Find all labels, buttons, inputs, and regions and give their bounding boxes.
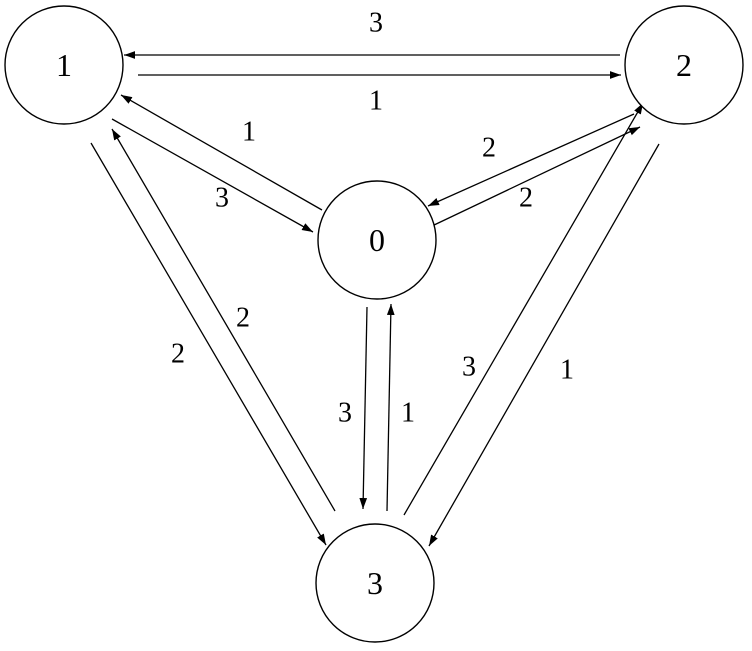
node-1: 1 [4,5,124,125]
edge-2-to-0 [427,113,635,207]
edge-label-1-to-3: 2 [171,339,185,370]
edge-0-to-2 [431,126,641,227]
edge-label-0-to-2: 2 [519,183,533,214]
edge-1-to-3 [90,142,327,546]
edge-label-3-to-1: 2 [236,303,250,334]
edge-label-2-to-3: 1 [560,355,574,386]
edge-label-3-to-0: 1 [401,398,415,429]
edge-3-to-2 [403,102,644,516]
edge-1-to-0 [111,118,314,233]
edge-0-to-1 [120,94,323,211]
node-2: 2 [624,5,744,125]
edge-label-0-to-1: 1 [242,117,256,148]
edge-label-2-to-1: 3 [369,8,383,39]
nodes-group: 1 2 0 3 [4,5,744,643]
node-3-circle [315,523,435,643]
edge-label-3-to-2: 3 [462,352,476,383]
edges-group [90,51,660,547]
node-0-circle [317,180,437,300]
node-0: 0 [317,180,437,300]
edge-label-1-to-0: 3 [215,183,229,214]
edge-2-to-3 [428,143,660,547]
edge-label-0-to-3: 3 [338,398,352,429]
edge-0-to-3 [359,306,368,510]
node-1-label: 1 [56,47,72,83]
node-2-label: 2 [676,47,692,83]
node-1-circle [4,5,124,125]
edge-labels-group: 3 1 1 3 2 2 3 1 2 2 3 1 [171,8,574,429]
edge-label-2-to-0: 2 [482,133,496,164]
edge-label-1-to-2: 1 [369,86,383,117]
node-3: 3 [315,523,435,643]
edge-3-to-0 [386,303,395,512]
node-3-label: 3 [367,565,383,601]
edge-3-to-1 [111,128,336,512]
node-0-label: 0 [369,222,385,258]
node-2-circle [624,5,744,125]
